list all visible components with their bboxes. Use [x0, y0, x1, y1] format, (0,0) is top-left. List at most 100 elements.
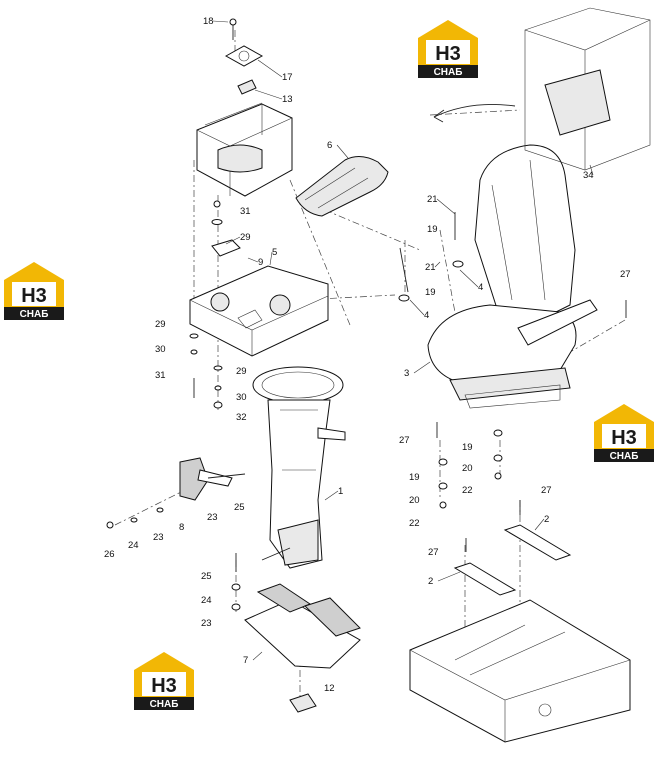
callout-c22b: 22: [409, 518, 420, 529]
seat-rails-2: [453, 524, 572, 596]
callout-c25a: 25: [234, 502, 245, 513]
callout-c20b: 20: [409, 495, 420, 506]
callout-c4b: 4: [424, 310, 429, 321]
callout-c8: 8: [179, 522, 184, 533]
callout-c31b: 31: [155, 370, 166, 381]
callout-c1: 1: [338, 486, 343, 497]
callout-c18: 18: [203, 16, 214, 27]
callout-c29b: 29: [155, 319, 166, 330]
leader-c6: [336, 144, 349, 159]
logo-word: СНАБ: [610, 451, 639, 462]
callout-c6: 6: [327, 140, 332, 151]
logo-roof-icon: [594, 404, 654, 424]
callout-c13: 13: [282, 94, 293, 105]
callout-c9: 9: [258, 257, 263, 268]
callout-c32: 32: [236, 412, 247, 423]
steering-column-1: [252, 366, 346, 569]
callout-c19d: 19: [409, 472, 420, 483]
callout-c30b: 30: [236, 392, 247, 403]
leader-c21a: [436, 198, 456, 215]
callout-c34: 34: [583, 170, 594, 181]
pedal-plate-7: [244, 583, 361, 713]
leader-c7: [252, 651, 263, 661]
logo-roof-icon: [134, 652, 194, 672]
leader-c1: [324, 490, 339, 501]
logo-roof-icon: [418, 20, 478, 40]
logo-band: [134, 697, 194, 710]
logo-inner: [142, 672, 186, 696]
top-plate-17: [224, 18, 264, 95]
leader-c17: [257, 59, 283, 78]
callout-c23c: 23: [201, 618, 212, 629]
callout-c5: 5: [272, 247, 277, 258]
leader-c34: [589, 164, 594, 176]
logo-word: СНАБ: [150, 699, 179, 710]
callout-c19c: 19: [462, 442, 473, 453]
logo-letters: H3: [435, 43, 461, 65]
callout-c20a: 20: [462, 463, 473, 474]
seat-base-housing: [409, 599, 631, 743]
callout-c21b: 21: [425, 262, 436, 273]
leader-c2b: [437, 571, 461, 582]
callout-c31a: 31: [240, 206, 251, 217]
callout-c19b: 19: [425, 287, 436, 298]
callout-c27b: 27: [399, 435, 410, 446]
leader-c13: [254, 89, 283, 100]
logo-inner: [602, 424, 646, 448]
fasteners: [106, 200, 627, 611]
callout-c29c: 29: [236, 366, 247, 377]
leader-c5: [269, 251, 273, 266]
console-plate-5: [189, 239, 329, 357]
pedal-bracket-8: [179, 457, 246, 501]
logo-roof-icon: [4, 262, 64, 282]
callout-c2b: 2: [428, 576, 433, 587]
cab-thumbnail-34: [433, 7, 651, 171]
control-box-cover: [196, 102, 293, 197]
logo-letters: H3: [151, 675, 177, 697]
callout-c7: 7: [243, 655, 248, 666]
logo-band: [418, 65, 478, 78]
leader-c29a: [225, 236, 241, 245]
logo-inner: [12, 282, 56, 306]
callout-c17: 17: [282, 72, 293, 83]
callout-c24b: 24: [201, 595, 212, 606]
callout-c21a: 21: [427, 194, 438, 205]
armrest-cushion-6: [295, 156, 389, 217]
callout-c19a: 19: [427, 224, 438, 235]
callout-c25b: 25: [201, 571, 212, 582]
logo-band: [4, 307, 64, 320]
logo-word: СНАБ: [434, 67, 463, 78]
callout-c4a: 4: [478, 282, 483, 293]
logo-band: [594, 449, 654, 462]
seat-3: [427, 144, 598, 409]
leader-c18: [212, 20, 229, 23]
leader-c4b: [409, 299, 425, 316]
callout-c22a: 22: [462, 485, 473, 496]
callout-c27a: 27: [620, 269, 631, 280]
callout-c12: 12: [324, 683, 335, 694]
leader-c21b: [434, 261, 441, 268]
callout-c23a: 23: [207, 512, 218, 523]
leader-c9: [247, 257, 259, 263]
logo-letters: H3: [611, 427, 637, 449]
callout-c24a: 24: [128, 540, 139, 551]
logo-letters: H3: [21, 285, 47, 307]
leader-c4a: [459, 269, 479, 288]
callout-c30a: 30: [155, 344, 166, 355]
callout-c2a: 2: [544, 514, 549, 525]
leader-c3: [413, 361, 431, 374]
callout-c23b: 23: [153, 532, 164, 543]
logo-inner: [426, 40, 470, 64]
callout-c27c: 27: [541, 485, 552, 496]
logo-word: СНАБ: [20, 309, 49, 320]
callout-c29a: 29: [240, 232, 251, 243]
callout-c27d: 27: [428, 547, 439, 558]
callout-c26: 26: [104, 549, 115, 560]
